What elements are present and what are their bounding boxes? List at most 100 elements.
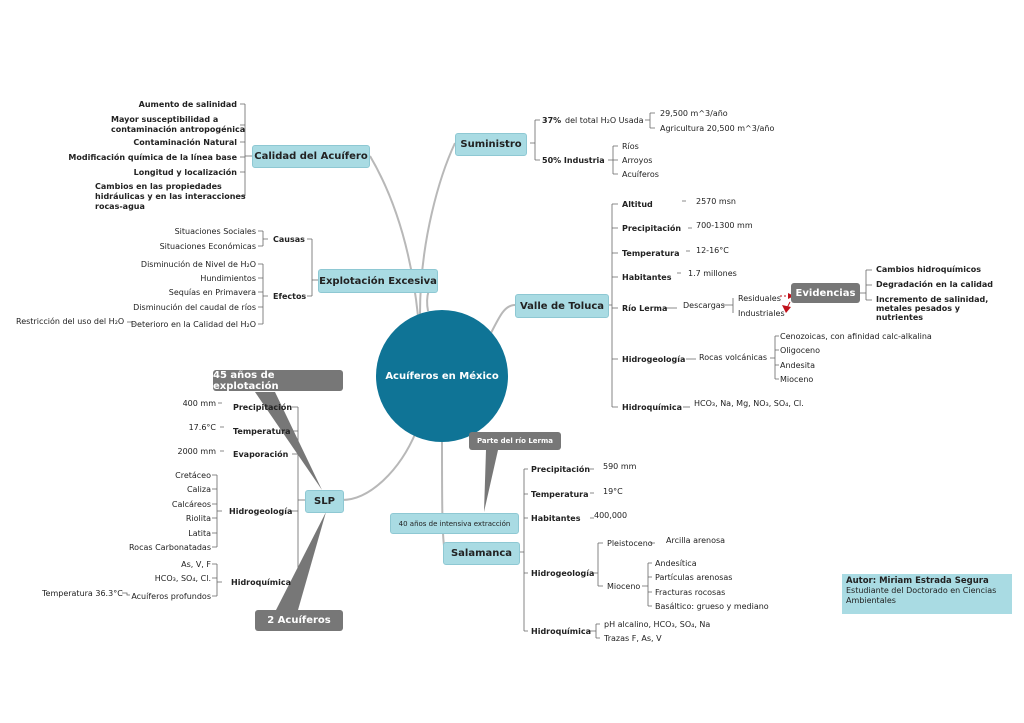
author-desc: Estudiante del Doctorado en Ciencias: [846, 586, 997, 595]
restriccion-item: Restricción del uso del H₂O: [16, 317, 125, 326]
sal-hidroq-label: Hidroquímica: [531, 627, 591, 636]
causas-label: Causas: [273, 235, 305, 244]
sal-arcilla: Arcilla arenosa: [666, 536, 726, 545]
toluca-precip-label: Precipitación: [622, 224, 682, 233]
toluca-temp: 12-16°C: [696, 246, 729, 255]
toluca-hidrogeo-item: Oligoceno: [780, 346, 820, 355]
efecto-item: Disminución del caudal de ríos: [133, 303, 256, 312]
calidad-item: Cambios en las propiedades: [95, 182, 222, 191]
evidencia-item: nutrientes: [876, 313, 924, 322]
slp-precip-label: Precipitación: [233, 403, 293, 412]
slp-temp-extra: Temperatura 36.3°C: [42, 589, 123, 598]
callout-evidencias: Evidencias: [791, 283, 860, 303]
slp-evap-label: Evaporación: [233, 450, 289, 459]
toluca-hidrogeo-item: Andesita: [780, 361, 815, 370]
toluca-hidrogeo-item: Cenozoicas, con afinidad calc-alkalina: [780, 332, 932, 341]
slp-temp: 17.6°C: [188, 423, 216, 432]
sal-hidrogeo-label: Hidrogeología: [531, 569, 595, 578]
branch-toluca: Valle de Toluca: [515, 294, 609, 318]
sal-mioceno-item: Partículas arenosas: [655, 573, 733, 582]
sal-mioceno-item: Basáltico: grueso y mediano: [655, 602, 769, 611]
causa-item: Situaciones Sociales: [174, 227, 256, 236]
suministro-source: Ríos: [622, 142, 639, 151]
efecto-item: Disminución de Nivel de H₂O: [140, 260, 256, 269]
calidad-item: hidráulicas y en las interacciones: [95, 192, 246, 201]
sal-mioceno-item: Fracturas rocosas: [655, 588, 726, 597]
slp-hidrogeo-item: Calcáreos: [171, 500, 211, 509]
slp-evap: 2000 mm: [177, 447, 217, 456]
toluca-rocas: Rocas volcánicas: [699, 353, 768, 362]
sal-pleistoceno: Pleistoceno: [607, 539, 653, 548]
toluca-residuales: Residuales: [738, 294, 781, 303]
branch-slp: SLP: [305, 490, 344, 513]
suministro-use: 29,500 m^3/año: [660, 109, 728, 118]
efectos-label: Efectos: [273, 292, 307, 301]
toluca-industriales: Industriales: [738, 309, 785, 318]
evidencia-item: Cambios hidroquímicos: [876, 265, 981, 274]
calidad-item: Modificación química de la línea base: [68, 153, 237, 162]
sal-hidroq-item: pH alcalino, HCO₃, SO₄, Na: [604, 620, 711, 629]
slp-hidrogeo-label: Hidrogeología: [229, 507, 293, 516]
slp-hidroq-item: Acuíferos profundos: [131, 592, 211, 601]
toluca-hab-label: Habitantes: [622, 273, 672, 282]
sal-hab: 400,000: [594, 511, 628, 520]
sal-temp-label: Temperatura: [531, 490, 589, 499]
sal-hidroq-item: Trazas F, As, V: [604, 634, 662, 643]
efecto-item: Sequías en Primavera: [168, 288, 256, 297]
suministro-source: Acuíferos: [622, 170, 659, 179]
toluca-altitud: 2570 msn: [696, 197, 736, 206]
slp-hidrogeo-item: Latita: [188, 529, 211, 538]
calidad-item: Contaminación Natural: [133, 138, 237, 147]
toluca-hidroq: HCO₃, Na, Mg, NO₃, SO₄, Cl.: [694, 399, 804, 408]
central-topic: Acuíferos en México: [376, 310, 508, 442]
efecto-item: Deterioro en la Calidad del H₂O: [130, 320, 256, 329]
evidencia-item: metales pesados y: [876, 304, 960, 313]
toluca-descargas: Descargas: [683, 301, 725, 310]
suministro-pct1-text: del total H₂O Usada: [565, 116, 644, 125]
slp-temp-label: Temperatura: [233, 427, 291, 436]
sal-mioceno: Mioceno: [607, 582, 641, 591]
causa-item: Situaciones Económicas: [159, 242, 256, 251]
slp-precip: 400 mm: [182, 399, 216, 408]
sal-hab-label: Habitantes: [531, 514, 581, 523]
suministro-pct1: 37%: [542, 116, 562, 125]
author-desc: Ambientales: [846, 596, 896, 605]
sal-precip: 590 mm: [603, 462, 637, 471]
slp-hidrogeo-item: Caliza: [186, 485, 211, 494]
evidencia-item: Incremento de salinidad,: [876, 295, 989, 304]
toluca-precip: 700-1300 mm: [696, 221, 753, 230]
calidad-item: Aumento de salinidad: [138, 100, 237, 109]
toluca-altitud-label: Altitud: [622, 200, 653, 209]
suministro-use: Agricultura 20,500 m^3/año: [660, 124, 775, 133]
toluca-lerma-label: Río Lerma: [622, 304, 668, 313]
callout-rio-lerma: Parte del río Lerma: [469, 432, 561, 450]
branch-suministro: Suministro: [455, 133, 527, 156]
calidad-item: rocas-agua: [95, 202, 145, 211]
calidad-item: contaminación antropogénica: [111, 125, 246, 134]
calidad-item: Longitud y localización: [133, 168, 237, 177]
sal-temp: 19°C: [603, 487, 623, 496]
suministro-pct2: 50% Industria: [542, 156, 605, 165]
evidencia-item: Degradación en la calidad: [876, 280, 994, 289]
branch-explotacion: Explotación Excesiva: [318, 269, 438, 293]
calidad-item: Mayor susceptibilidad a: [111, 115, 219, 124]
toluca-temp-label: Temperatura: [622, 249, 680, 258]
author-name: Autor: Miriam Estrada Segura: [846, 576, 989, 586]
suministro-source: Arroyos: [622, 156, 653, 165]
sal-precip-label: Precipitación: [531, 465, 591, 474]
efecto-item: Hundimientos: [200, 274, 256, 283]
toluca-hab: 1.7 millones: [688, 269, 737, 278]
slp-hidroq-item: As, V, F: [181, 560, 211, 569]
callout-2-acuiferos: 2 Acuíferos: [255, 610, 343, 631]
callout-45-anos: 45 años de explotación: [213, 370, 343, 392]
slp-hidroq-label: Hidroquímica: [231, 578, 291, 587]
callout-40-anos: 40 años de intensiva extracción: [390, 513, 519, 534]
author-box: Autor: Miriam Estrada Segura Estudiante …: [842, 574, 1012, 614]
sal-mioceno-item: Andesítica: [655, 559, 697, 568]
slp-hidrogeo-item: Rocas Carbonatadas: [128, 543, 211, 552]
slp-hidroq-item: HCO₃, SO₄, Cl.: [154, 574, 211, 583]
slp-hidrogeo-item: Riolita: [185, 514, 211, 523]
toluca-hidrogeo-item: Mioceno: [780, 375, 814, 384]
